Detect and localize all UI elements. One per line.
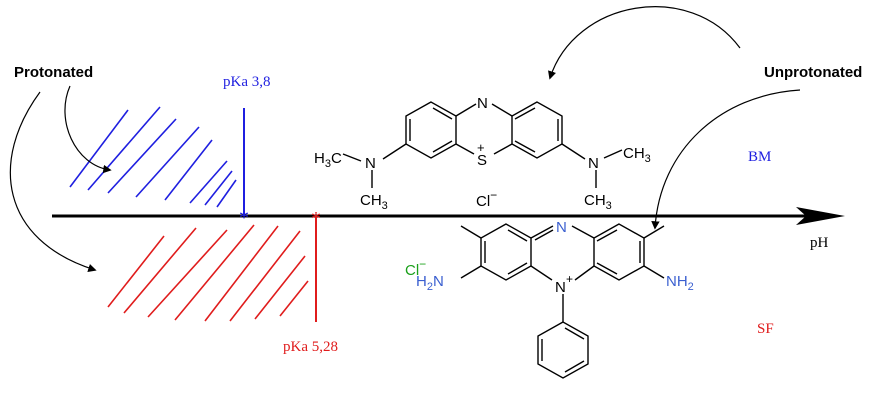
bm-tag: BM [748,149,771,165]
unprotonated-arrow-to-sf [651,89,801,230]
mb-left-h3c: H3C [314,150,342,170]
sf-pka-star: * [311,208,321,230]
mb-counterion: Cl− [476,188,497,210]
bm-pka-label: pKa 3,8 [223,74,271,90]
mb-right-ch3-bot: CH3 [584,192,612,212]
sf-right-nh2: NH2 [666,273,694,293]
protonated-arrow-to-sf [9,91,97,272]
mb-right-n: N [588,155,599,172]
bm-pka-star: * [239,207,249,229]
sf-counterion: Cl− [405,257,426,279]
mb-left-n: N [365,155,376,172]
sf-ring-n-top: N [556,219,567,236]
sf-pka-label: pKa 5,28 [283,339,338,355]
safranin-atoms: N N + H2N NH2 Cl− [405,219,694,296]
unprotonated-arrow-to-bm [548,6,741,80]
mb-ring-n: N [477,95,488,112]
sf-left-h2n: H2N [416,273,444,293]
sf-n-charge: + [566,272,573,286]
protonated-arrow-to-bm [64,85,112,174]
mb-left-ch3: CH3 [360,192,388,212]
unprotonated-label: Unprotonated [764,64,862,81]
mb-ring-s: S [477,152,487,169]
ph-axis-arrowhead [796,207,845,225]
mb-right-ch3-top: CH3 [623,145,651,165]
sf-ring-n-center: N [555,279,566,296]
sf-tag: SF [757,321,774,337]
mb-s-charge: + [477,140,485,155]
protonated-label: Protonated [14,64,93,81]
sf-hatching [107,224,309,322]
methylene-blue-atoms: N S + H3C N CH3 N CH3 CH3 Cl− [314,95,651,212]
methylene-blue-structure [342,101,623,188]
bm-hatching [69,106,237,208]
safranin-structure [460,223,665,379]
ph-axis-label: pH [810,235,829,251]
